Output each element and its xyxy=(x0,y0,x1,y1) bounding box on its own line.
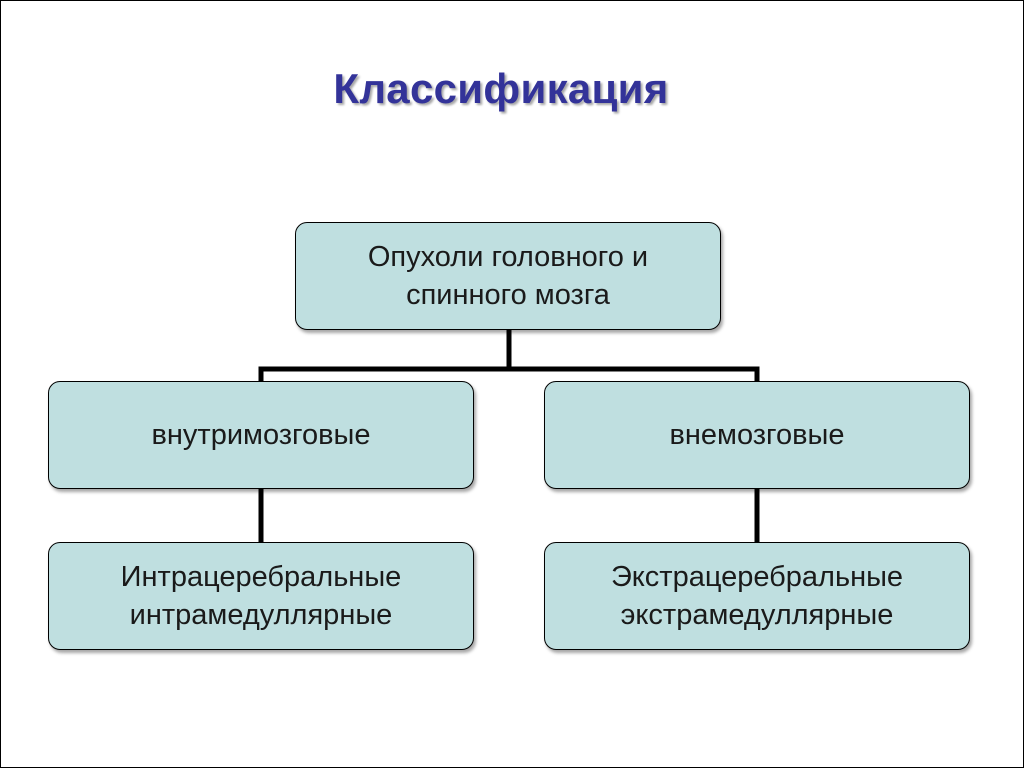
node-extracerebral-extramedullary: Экстрацеребральные экстрамедуллярные xyxy=(544,542,970,650)
node-line: Опухоли головного и xyxy=(367,240,649,273)
node-line: Интрацеребральные xyxy=(120,560,402,593)
node-brain-spinal-tumors: Опухоли головного и спинного мозга xyxy=(295,222,721,330)
node-line: интрамедуллярные xyxy=(129,599,393,631)
node-line: внутримозговые xyxy=(151,418,371,451)
node-line: экстрамедуллярные xyxy=(620,599,894,631)
node-intracerebral-group: внутримозговые xyxy=(48,381,474,489)
node-extracerebral-group: внемозговые xyxy=(544,381,970,489)
node-line: внемозговые xyxy=(669,418,845,451)
node-line: Экстрацеребральные xyxy=(610,560,904,593)
node-line: спинного мозга xyxy=(406,279,610,311)
page-title: Классификация xyxy=(333,65,669,112)
node-intracerebral-intramedullary: Интрацеребральные интрамедуллярные xyxy=(48,542,474,650)
